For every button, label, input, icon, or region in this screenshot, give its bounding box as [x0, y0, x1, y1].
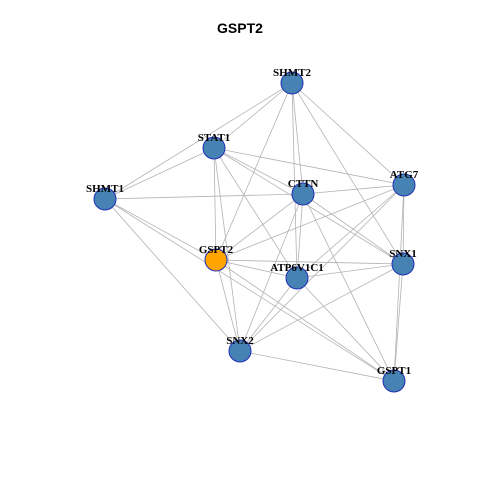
- edge-cttn-atg7: [302, 184, 405, 195]
- node-label: STAT1: [198, 132, 231, 144]
- edge-gspt2-snx1: [215, 259, 404, 265]
- node-shmt1: SHMT1: [86, 183, 124, 211]
- node-circle: [202, 136, 226, 160]
- node-circle: [382, 369, 406, 393]
- node-stat1: STAT1: [198, 132, 231, 160]
- edge-gspt2-atp6v1c1: [215, 259, 298, 279]
- edge-shmt1-snx2: [104, 198, 241, 352]
- node-label: SHMT2: [273, 67, 311, 79]
- node-label: ATP6V1C1: [270, 262, 324, 274]
- edge-stat1-snx2: [213, 147, 241, 352]
- node-gspt2: GSPT2: [199, 244, 234, 272]
- node-circle: [93, 187, 117, 211]
- node-shmt2: SHMT2: [273, 67, 311, 95]
- edge-shmt2-gspt2: [215, 82, 293, 261]
- node-circle: [280, 71, 304, 95]
- edge-shmt2-snx1: [291, 82, 404, 265]
- edge-stat1-atp6v1c1: [213, 147, 298, 279]
- node-label: SHMT1: [86, 183, 124, 195]
- edge-atp6v1c1-gspt1: [296, 277, 395, 382]
- node-circle: [285, 266, 309, 290]
- edge-cttn-gspt1: [302, 193, 395, 382]
- node-circle: [228, 339, 252, 363]
- node-label: ATG7: [390, 169, 419, 181]
- edge-atp6v1c1-snx2: [239, 277, 298, 352]
- node-snx1: SNX1: [389, 248, 417, 276]
- node-snx2: SNX2: [226, 335, 254, 363]
- edge-layer: [104, 82, 405, 382]
- edge-atg7-gspt1: [393, 184, 405, 382]
- edge-atg7-gspt2: [215, 184, 405, 261]
- node-gspt1: GSPT1: [377, 365, 411, 393]
- edge-snx2-gspt1: [239, 350, 395, 382]
- edge-shmt2-atg7: [291, 82, 405, 186]
- node-cttn: CTTN: [288, 178, 319, 206]
- edge-atg7-snx1: [402, 184, 405, 265]
- node-label: SNX1: [389, 248, 417, 260]
- edge-snx1-snx2: [239, 263, 404, 352]
- edge-shmt1-gspt2: [104, 198, 217, 261]
- edge-cttn-atp6v1c1: [296, 193, 304, 279]
- node-label: GSPT2: [199, 244, 234, 256]
- edge-shmt2-atp6v1c1: [291, 82, 298, 279]
- edge-snx1-gspt1: [393, 263, 404, 382]
- node-circle: [392, 173, 416, 197]
- diagram-title: GSPT2: [217, 20, 263, 36]
- node-label: SNX2: [226, 335, 254, 347]
- edge-stat1-cttn: [213, 147, 304, 195]
- edge-atp6v1c1-snx1: [296, 263, 404, 279]
- node-atg7: ATG7: [390, 169, 419, 197]
- edge-gspt2-snx2: [215, 259, 241, 352]
- edge-shmt2-shmt1: [104, 82, 293, 200]
- edge-shmt1-cttn: [104, 193, 304, 200]
- edge-shmt2-cttn: [291, 82, 304, 195]
- node-circle: [204, 248, 228, 272]
- edge-stat1-shmt1: [104, 147, 215, 200]
- node-label: GSPT1: [377, 365, 411, 377]
- edge-stat1-atg7: [213, 147, 405, 186]
- node-label: CTTN: [288, 178, 319, 190]
- edge-atg7-snx2: [239, 184, 405, 352]
- node-atp6v1c1: ATP6V1C1: [270, 262, 324, 290]
- edge-shmt2-stat1: [213, 82, 293, 149]
- node-circle: [391, 252, 415, 276]
- edge-gspt2-gspt1: [215, 259, 395, 382]
- edge-stat1-gspt2: [213, 147, 217, 261]
- edge-cttn-gspt2: [215, 193, 304, 261]
- edge-shmt1-gspt1: [104, 198, 395, 382]
- node-circle: [291, 182, 315, 206]
